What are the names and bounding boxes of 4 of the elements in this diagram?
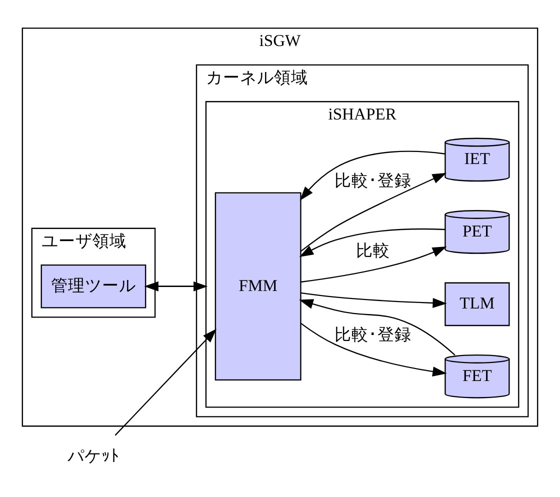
edge-label: 比較 [356,240,390,260]
node-text: パケｯﾄ [67,446,120,466]
edge-label: 比較･登録 [334,324,412,344]
edge-label: 比較･登録 [334,170,412,190]
